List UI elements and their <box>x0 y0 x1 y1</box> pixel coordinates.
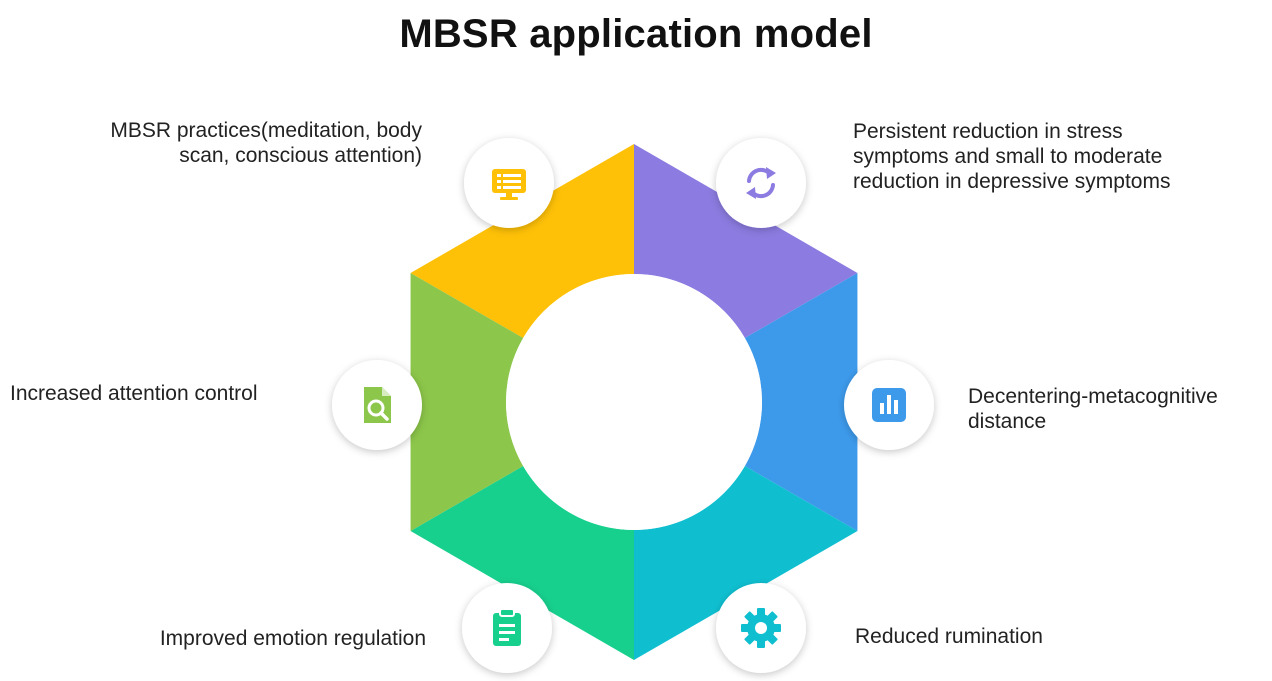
ring-center-hole <box>506 274 762 530</box>
document-search-icon <box>364 387 391 423</box>
label-stress-reduction-line-1: Persistent reduction in stress <box>853 120 1123 143</box>
label-attention-control-line-1: Increased attention control <box>10 382 258 405</box>
badge-rumination <box>716 583 806 673</box>
label-stress-reduction-line-2: symptoms and small to moderate <box>853 145 1163 168</box>
ring-segment-decentering <box>744 273 858 531</box>
label-practices-line-2: scan, conscious attention) <box>179 144 422 167</box>
label-stress-reduction-line-3: reduction in depressive symptoms <box>853 170 1171 193</box>
ring-segments <box>410 144 858 660</box>
ring-segment-emotion-regulation <box>410 466 634 660</box>
badge-attention-control <box>332 360 422 450</box>
label-emotion-regulation: Improved emotion regulation <box>60 626 426 651</box>
badge-decentering <box>844 360 934 450</box>
ring-segment-practices <box>410 144 634 338</box>
diagram-title: MBSR application model <box>399 12 873 56</box>
label-decentering: Decentering-metacognitive distance <box>968 384 1268 434</box>
monitor-list-icon <box>492 169 526 200</box>
label-stress-reduction: Persistent reduction in stress symptoms … <box>853 119 1253 194</box>
bar-chart-icon <box>872 388 906 422</box>
label-decentering-line-2: distance <box>968 410 1047 433</box>
badge-circle-stress-reduction <box>716 138 806 228</box>
label-decentering-line-1: Decentering-metacognitive <box>968 385 1218 408</box>
label-emotion-regulation-line-1: Improved emotion regulation <box>159 627 426 650</box>
label-rumination-line-1: Reduced rumination <box>855 625 1043 648</box>
label-practices: MBSR practices(meditation, body scan, co… <box>40 118 422 168</box>
ring-segment-attention-control <box>410 273 524 531</box>
icon-badges <box>332 138 934 673</box>
badge-emotion-regulation <box>462 583 552 673</box>
label-attention-control: Increased attention control <box>10 381 330 406</box>
label-practices-line-1: MBSR practices(meditation, body <box>110 119 422 142</box>
clipboard-icon <box>493 608 521 646</box>
gear-icon <box>741 608 781 648</box>
badge-stress-reduction <box>716 138 806 228</box>
ring-segment-rumination <box>634 466 858 660</box>
refresh-icon <box>746 167 776 199</box>
ring-segment-stress-reduction <box>634 144 858 338</box>
label-rumination: Reduced rumination <box>855 624 1155 649</box>
badge-practices <box>464 138 554 228</box>
